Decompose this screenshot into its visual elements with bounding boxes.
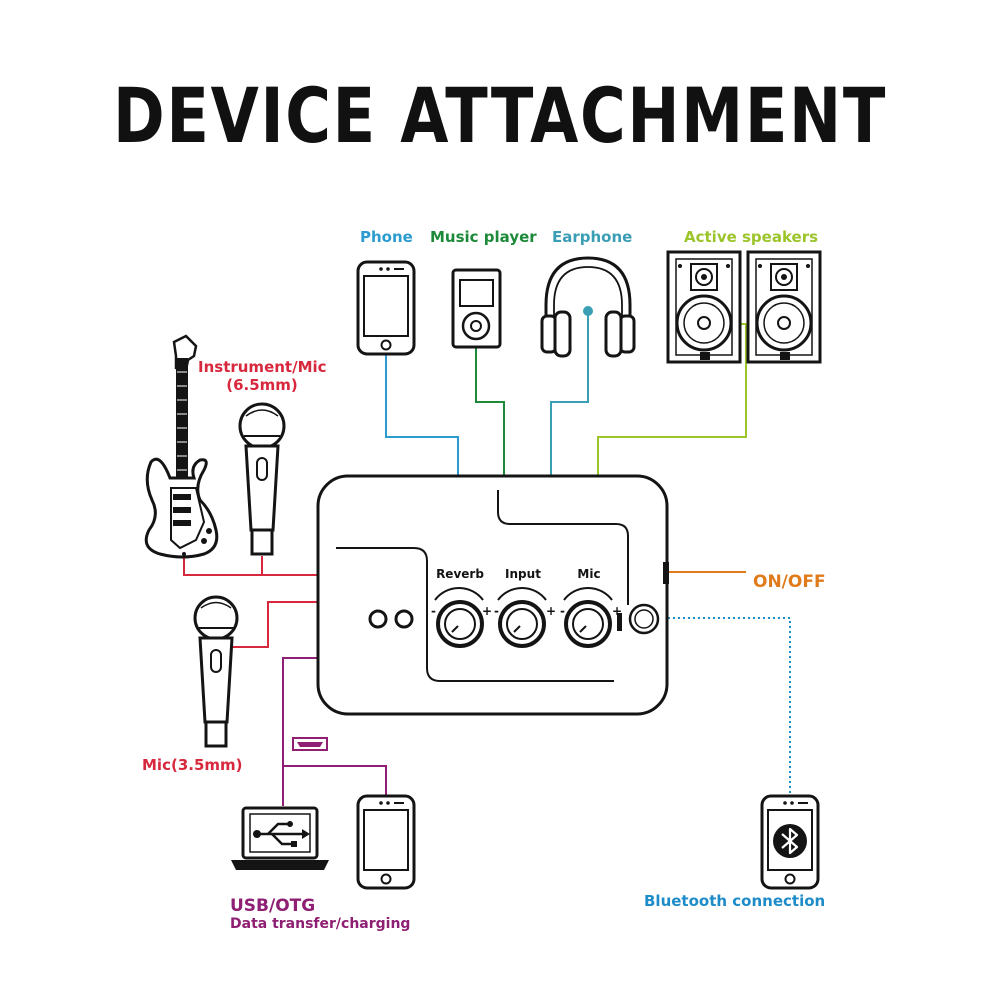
active-speakers-icon bbox=[666, 250, 822, 364]
music-player-cable bbox=[475, 346, 505, 476]
laptop-usb-icon bbox=[231, 806, 329, 870]
bluetooth-button[interactable] bbox=[628, 603, 660, 635]
input-plus: + bbox=[546, 604, 556, 618]
input-minus: - bbox=[494, 604, 499, 618]
mini-usb-icon bbox=[292, 737, 328, 751]
label-music-player: Music player bbox=[430, 228, 537, 246]
page-title: DEVICE ATTACHMENT bbox=[112, 71, 887, 160]
label-phone: Phone bbox=[360, 228, 413, 246]
mic-knob[interactable] bbox=[563, 587, 613, 648]
smartphone-icon bbox=[356, 260, 416, 356]
knob-label-mic: Mic bbox=[577, 567, 600, 581]
microphone-icon bbox=[238, 402, 286, 556]
reverb-knob[interactable] bbox=[434, 587, 484, 648]
headphones-icon bbox=[540, 256, 636, 358]
electric-guitar-icon bbox=[144, 334, 219, 559]
label-earphone: Earphone bbox=[552, 228, 633, 246]
mic-plus: + bbox=[612, 604, 622, 618]
label-instrument-line1: Instrument/Mic bbox=[198, 358, 327, 376]
microphone-35-icon bbox=[193, 595, 239, 748]
label-mic-35: Mic(3.5mm) bbox=[142, 756, 243, 774]
input-knob[interactable] bbox=[497, 587, 547, 648]
label-usb-otg: USB/OTG Data transfer/charging bbox=[230, 896, 410, 933]
label-usb-line2: Data transfer/charging bbox=[230, 916, 411, 933]
earphone-cable bbox=[550, 311, 589, 476]
label-usb-line1: USB/OTG bbox=[230, 896, 316, 916]
knob-label-reverb: Reverb bbox=[436, 567, 484, 581]
instrument-cable bbox=[183, 556, 318, 576]
smartphone-bluetooth-icon bbox=[760, 794, 820, 890]
mic-35-cable bbox=[222, 601, 318, 648]
label-on-off: ON/OFF bbox=[753, 572, 826, 592]
label-active-speakers: Active speakers bbox=[684, 228, 819, 246]
phone-cable bbox=[385, 352, 459, 476]
knob-label-input: Input bbox=[505, 567, 541, 581]
music-player-icon bbox=[451, 268, 502, 349]
label-instrument-mic: Instrument/Mic (6.5mm) bbox=[198, 358, 327, 394]
usb-phone-cable bbox=[283, 765, 387, 796]
audio-mixer-device: Reverb Input Mic - + - + - + bbox=[316, 474, 669, 716]
usb-cable bbox=[282, 657, 318, 806]
bluetooth-link bbox=[648, 617, 791, 796]
reverb-plus: + bbox=[482, 604, 492, 618]
mic-minus: - bbox=[560, 604, 565, 618]
label-bluetooth-connection: Bluetooth connection bbox=[644, 892, 826, 910]
smartphone-usb-icon bbox=[356, 794, 416, 890]
bluetooth-icon bbox=[773, 824, 807, 858]
label-instrument-line2: (6.5mm) bbox=[226, 376, 298, 394]
reverb-minus: - bbox=[431, 604, 436, 618]
